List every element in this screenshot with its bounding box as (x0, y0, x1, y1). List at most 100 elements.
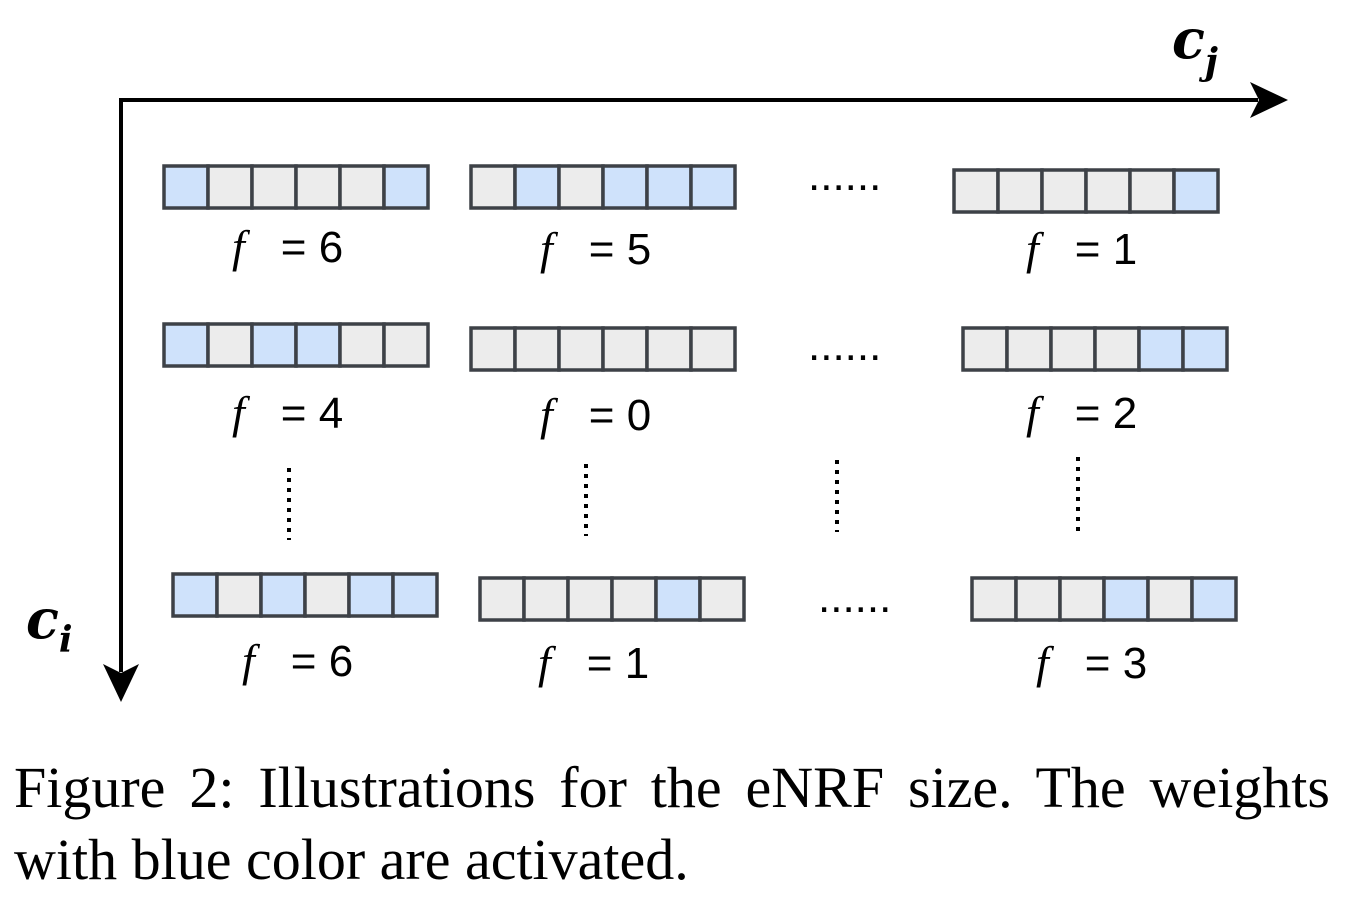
weight-cell-inactive (1146, 576, 1194, 622)
f-symbol: f (1026, 223, 1045, 274)
f-value-label: f = 5 (540, 223, 651, 274)
row2-h-ellipsis: ...... (808, 321, 881, 370)
weight-cell-inactive (1128, 168, 1176, 214)
weight-cell-activated (171, 572, 219, 618)
weight-cell-activated (382, 164, 430, 210)
f-value-label: f = 4 (232, 387, 343, 438)
weight-cell-inactive (557, 164, 605, 210)
weight-block-r3-c3: f = 3 (970, 576, 1238, 688)
ci-axis-arrowhead (103, 664, 139, 702)
figure-caption: Figure 2: Illustrations for the eNRF siz… (14, 755, 1330, 892)
ci-axis-label: ci (26, 587, 73, 661)
row3-h-ellipsis: ...... (818, 573, 891, 622)
f-value-label: f = 6 (232, 221, 343, 272)
weight-cell-inactive (1005, 326, 1053, 372)
weight-block-r1-c1: f = 6 (162, 164, 430, 272)
weight-cell-inactive (601, 326, 649, 372)
weight-block-r2-c2: f = 0 (469, 326, 737, 440)
f-symbol: f (232, 221, 251, 272)
weight-cell-inactive (215, 572, 263, 618)
weight-cell-activated (162, 322, 210, 368)
f-symbol: f (538, 637, 557, 688)
weight-cell-activated (1137, 326, 1185, 372)
weight-cell-inactive (1049, 326, 1097, 372)
weight-cell-inactive (469, 164, 517, 210)
f-value-label: f = 2 (1026, 387, 1137, 438)
weight-cell-inactive (970, 576, 1018, 622)
weight-cell-inactive (952, 168, 1000, 214)
f-value-label: f = 6 (242, 635, 353, 686)
weight-cell-inactive (206, 164, 254, 210)
f-value: = 2 (1075, 389, 1137, 438)
weight-cell-activated (1181, 326, 1229, 372)
weight-cell-inactive (206, 322, 254, 368)
weight-cell-inactive (996, 168, 1044, 214)
f-value: = 1 (1075, 225, 1137, 274)
f-value: = 5 (589, 225, 651, 274)
weight-cell-inactive (338, 164, 386, 210)
weight-cell-inactive (478, 576, 526, 622)
weight-cell-inactive (250, 164, 298, 210)
row1-h-ellipsis: ...... (808, 151, 881, 200)
f-value: = 3 (1085, 639, 1147, 688)
weight-cell-inactive (610, 576, 658, 622)
weight-block-r2-c1: f = 4 (162, 322, 430, 438)
f-symbol: f (1036, 637, 1055, 688)
weight-blocks: f = 6 f = 5 f = 1 f = 4 f = 0 f = 2 f = 6 f = 1 f = 3 (162, 164, 1238, 688)
weight-cell-activated (250, 322, 298, 368)
weight-cell-inactive (1040, 168, 1088, 214)
f-value-label: f = 1 (1026, 223, 1137, 274)
weight-cell-activated (294, 322, 342, 368)
weight-cell-inactive (645, 326, 693, 372)
weight-block-r1-c2: f = 5 (469, 164, 737, 274)
f-value-label: f = 0 (540, 389, 651, 440)
weight-cell-inactive (303, 572, 351, 618)
weight-cell-activated (1190, 576, 1238, 622)
weight-cell-inactive (338, 322, 386, 368)
weight-cell-activated (1172, 168, 1220, 214)
weight-cell-inactive (382, 322, 430, 368)
weight-cell-activated (645, 164, 693, 210)
f-symbol: f (232, 387, 251, 438)
weight-cell-inactive (294, 164, 342, 210)
weight-cell-inactive (513, 326, 561, 372)
f-symbol: f (242, 635, 261, 686)
weight-block-r1-c3: f = 1 (952, 168, 1220, 274)
f-value: = 0 (589, 391, 651, 440)
weight-cell-activated (259, 572, 307, 618)
f-value-label: f = 1 (538, 637, 649, 688)
weight-cell-activated (654, 576, 702, 622)
weight-cell-inactive (1058, 576, 1106, 622)
f-value: = 6 (291, 637, 353, 686)
cj-axis-label: cj (1172, 7, 1218, 83)
f-value: = 1 (587, 639, 649, 688)
weight-cell-activated (391, 572, 439, 618)
weight-cell-inactive (698, 576, 746, 622)
weight-cell-activated (601, 164, 649, 210)
weight-cell-inactive (1014, 576, 1062, 622)
f-symbol: f (540, 389, 559, 440)
weight-cell-inactive (961, 326, 1009, 372)
weight-cell-inactive (689, 326, 737, 372)
weight-block-r3-c1: f = 6 (171, 572, 439, 686)
cj-axis-arrowhead (1250, 82, 1288, 118)
weight-cell-activated (513, 164, 561, 210)
f-value: = 4 (281, 389, 343, 438)
weight-cell-inactive (1093, 326, 1141, 372)
weight-cell-inactive (469, 326, 517, 372)
weight-block-r3-c2: f = 1 (478, 576, 746, 688)
weight-cell-inactive (557, 326, 605, 372)
weight-cell-activated (347, 572, 395, 618)
weight-cell-inactive (1084, 168, 1132, 214)
weight-cell-activated (162, 164, 210, 210)
f-value-label: f = 3 (1036, 637, 1147, 688)
f-symbol: f (1026, 387, 1045, 438)
weight-block-r2-c3: f = 2 (961, 326, 1229, 438)
weight-cell-activated (689, 164, 737, 210)
weight-cell-inactive (522, 576, 570, 622)
weight-cell-activated (1102, 576, 1150, 622)
f-value: = 6 (281, 223, 343, 272)
weight-cell-inactive (566, 576, 614, 622)
f-symbol: f (540, 223, 559, 274)
